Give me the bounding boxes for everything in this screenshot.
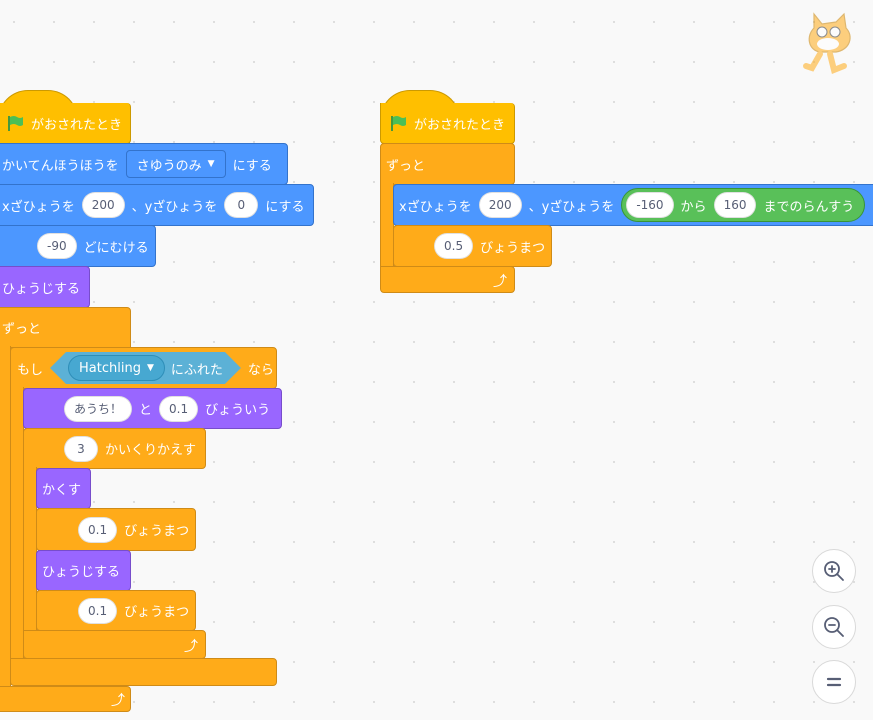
dropdown-value: Hatchling	[79, 360, 141, 376]
block-label: までのらんすう	[763, 199, 855, 215]
show-block[interactable]: ひょうじする	[0, 266, 90, 308]
forever-block[interactable]: ずっと	[380, 143, 515, 185]
repeat-count-input[interactable]: 3	[64, 435, 98, 462]
wait-block[interactable]: 0.1 びょうまつ	[36, 508, 196, 551]
block-label: にする	[265, 199, 305, 215]
block-label: もし	[17, 362, 44, 378]
block-label: と	[139, 403, 153, 418]
zoom-reset-button[interactable]	[812, 660, 856, 704]
random-to-input[interactable]: 160	[713, 192, 757, 218]
forever-block[interactable]: ずっと	[0, 307, 131, 348]
block-label: にする	[232, 158, 272, 174]
wait-block[interactable]: 0.5 びょうまつ	[393, 225, 552, 267]
dropdown-arrow-icon: ▼	[207, 159, 215, 169]
repeat-arm	[23, 467, 37, 631]
zoom-out-icon	[824, 617, 844, 637]
seconds-input[interactable]: 0.1	[78, 516, 118, 543]
block-label: ひょうじする	[2, 281, 81, 297]
touching-object-dropdown[interactable]: Hatchling ▼	[68, 355, 165, 381]
pick-random-block[interactable]: -160 から 160 までのらんすう	[621, 188, 866, 222]
dropdown-arrow-icon: ▼	[146, 363, 154, 373]
hide-block[interactable]: かくす	[36, 468, 91, 509]
green-flag-icon	[8, 116, 23, 131]
block-label: xざひょうを	[2, 199, 75, 215]
random-from-input[interactable]: -160	[626, 192, 674, 218]
hat-label: がおされたとき	[31, 117, 123, 133]
block-label: xざひょうを	[399, 199, 472, 215]
block-label: 、yざひょうを	[528, 199, 615, 215]
zoom-out-button[interactable]	[812, 605, 856, 649]
block-label: どにむける	[83, 240, 149, 256]
say-for-secs-block[interactable]: あうち！ と 0.1 びょういう	[23, 388, 282, 429]
block-label: ずっと	[386, 158, 426, 174]
block-label: なら	[247, 362, 274, 378]
block-label: びょういう	[205, 403, 271, 418]
block-label: びょうまつ	[480, 240, 546, 256]
sprite-cat-icon	[803, 12, 851, 75]
if-block[interactable]: もし Hatchling ▼ にふれた なら	[10, 347, 277, 389]
wait-block[interactable]: 0.1 びょうまつ	[36, 590, 196, 631]
y-input[interactable]: 0	[224, 192, 259, 218]
zoom-reset-icon	[826, 677, 842, 687]
block-label: ずっと	[2, 322, 42, 337]
green-flag-icon	[391, 116, 406, 131]
block-label: びょうまつ	[124, 524, 190, 539]
forever-bottom: ⤴	[380, 266, 515, 293]
rotation-style-dropdown[interactable]: さゆうのみ ▼	[125, 150, 226, 178]
block-label: から	[680, 199, 707, 215]
show-block[interactable]: ひょうじする	[36, 550, 131, 591]
hat-label: がおされたとき	[414, 117, 506, 133]
message-input[interactable]: あうち！	[64, 395, 133, 422]
block-label: ひょうじする	[42, 565, 121, 580]
block-label: かいてんほうほうを	[2, 158, 119, 174]
forever-arm	[380, 183, 394, 267]
block-label: かいくりかえす	[105, 443, 197, 458]
point-in-direction-block[interactable]: -90 どにむける	[0, 225, 156, 267]
block-label: にふれた	[170, 362, 223, 378]
set-rotation-style-block[interactable]: かいてんほうほうを さゆうのみ ▼ にする	[0, 143, 288, 185]
if-arm	[10, 387, 24, 659]
seconds-input[interactable]: 0.1	[159, 395, 199, 422]
dropdown-value: さゆうのみ	[136, 158, 202, 174]
seconds-input[interactable]: 0.1	[78, 597, 118, 624]
forever-bottom: ⤴	[0, 686, 131, 712]
repeat-bottom: ⤴	[23, 630, 206, 659]
repeat-block[interactable]: 3 かいくりかえす	[23, 428, 206, 469]
when-flag-clicked-block[interactable]: がおされたとき	[0, 103, 131, 144]
go-to-xy-block[interactable]: xざひょうを 200 、yざひょうを -160 から 160 までのらんすう	[393, 184, 873, 226]
block-label: びょうまつ	[124, 605, 190, 620]
loop-arrow-icon: ⤴	[111, 693, 125, 709]
if-bottom	[10, 658, 277, 686]
block-label: かくす	[42, 483, 82, 498]
seconds-input[interactable]: 0.5	[434, 233, 474, 259]
when-flag-clicked-block[interactable]: がおされたとき	[380, 103, 515, 144]
loop-arrow-icon: ⤴	[493, 274, 507, 290]
go-to-xy-block[interactable]: xざひょうを 200 、yざひょうを 0 にする	[0, 184, 314, 226]
x-input[interactable]: 200	[478, 192, 522, 218]
zoom-in-button[interactable]	[812, 549, 856, 593]
loop-arrow-icon: ⤴	[184, 639, 198, 655]
direction-input[interactable]: -90	[37, 233, 77, 259]
block-label: 、yざひょうを	[131, 199, 218, 215]
touching-sensing-block[interactable]: Hatchling ▼ にふれた	[50, 352, 241, 384]
x-input[interactable]: 200	[81, 192, 125, 218]
zoom-in-icon	[824, 561, 844, 581]
